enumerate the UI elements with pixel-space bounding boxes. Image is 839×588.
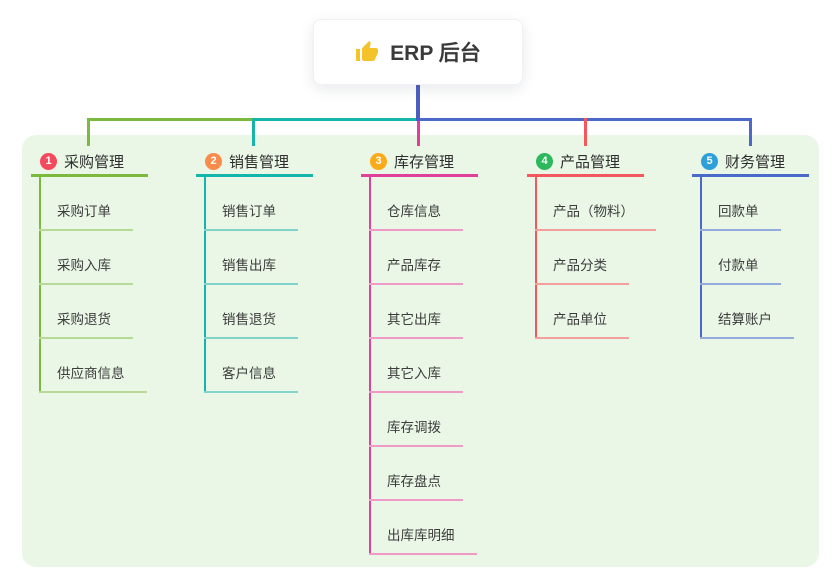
branch-number-badge: 4 [536, 152, 553, 170]
branch-label: 财务管理 [725, 153, 786, 171]
branch-children: 仓库信息 产品库存 其它出库 其它入库 库存调拨 库存盘点 出库库明细 [369, 177, 477, 555]
child-node-sales-return[interactable]: 销售退货 [204, 308, 298, 339]
branch-children: 采购订单 采购入库 采购退货 供应商信息 [39, 177, 147, 393]
child-node-purchase-inbound[interactable]: 采购入库 [39, 254, 133, 285]
child-node-outbound-detail[interactable]: 出库库明细 [369, 524, 477, 555]
child-node-sales-outbound[interactable]: 销售出库 [204, 254, 298, 285]
child-node-sales-order[interactable]: 销售订单 [204, 200, 298, 231]
branch-number-badge: 5 [701, 152, 718, 170]
root-connector-line [416, 84, 420, 121]
branch-children: 回款单 付款单 结算账户 [700, 177, 794, 339]
connector-drop-inventory [417, 121, 420, 146]
branch-column-line [369, 177, 371, 555]
branch-number-badge: 1 [40, 152, 57, 170]
branch-label: 销售管理 [229, 153, 290, 171]
child-node-other-inbound[interactable]: 其它入库 [369, 362, 463, 393]
branch-number-badge: 3 [370, 152, 387, 170]
branch-purchase: 1 采购管理 采购订单 采购入库 采购退货 供应商信息 [31, 148, 148, 393]
branch-node-finance[interactable]: 5 财务管理 [692, 148, 809, 177]
child-node-stock-taking[interactable]: 库存盘点 [369, 470, 463, 501]
branch-children: 销售订单 销售出库 销售退货 客户信息 [204, 177, 298, 393]
child-node-stock-transfer[interactable]: 库存调拨 [369, 416, 463, 447]
child-node-purchase-order[interactable]: 采购订单 [39, 200, 133, 231]
child-node-payment-bill[interactable]: 付款单 [700, 254, 781, 285]
branch-column-line [204, 177, 206, 393]
branch-node-purchase[interactable]: 1 采购管理 [31, 148, 148, 177]
branch-product: 4 产品管理 产品（物料） 产品分类 产品单位 [527, 148, 656, 339]
child-node-customer-info[interactable]: 客户信息 [204, 362, 298, 393]
branch-column-line [39, 177, 41, 393]
branch-column-line [700, 177, 702, 339]
branch-finance: 5 财务管理 回款单 付款单 结算账户 [692, 148, 809, 339]
thumbs-up-icon [355, 40, 379, 64]
connector-drop-purchase [87, 118, 90, 146]
branch-node-inventory[interactable]: 3 库存管理 [361, 148, 478, 177]
branch-children: 产品（物料） 产品分类 产品单位 [535, 177, 656, 339]
root-title: ERP 后台 [390, 42, 481, 65]
branch-node-product[interactable]: 4 产品管理 [527, 148, 644, 177]
connector-bus-green [87, 118, 253, 121]
connector-drop-product [584, 118, 587, 146]
connector-drop-sales [252, 118, 255, 146]
child-node-product-category[interactable]: 产品分类 [535, 254, 629, 285]
child-node-warehouse-info[interactable]: 仓库信息 [369, 200, 463, 231]
root-node[interactable]: ERP 后台 [313, 19, 523, 85]
branch-label: 产品管理 [560, 153, 621, 171]
child-node-other-outbound[interactable]: 其它出库 [369, 308, 463, 339]
branch-number-badge: 2 [205, 152, 222, 170]
child-node-product-stock[interactable]: 产品库存 [369, 254, 463, 285]
branch-label: 库存管理 [394, 153, 455, 171]
branch-sales: 2 销售管理 销售订单 销售出库 销售退货 客户信息 [196, 148, 313, 393]
branch-inventory: 3 库存管理 仓库信息 产品库存 其它出库 其它入库 库存调拨 库存盘点 出库库… [361, 148, 478, 555]
branches-panel [22, 135, 819, 567]
branch-column-line [535, 177, 537, 339]
child-node-receipt-bill[interactable]: 回款单 [700, 200, 781, 231]
branch-label: 采购管理 [64, 153, 125, 171]
connector-bus-teal [252, 118, 418, 121]
child-node-product-material[interactable]: 产品（物料） [535, 200, 656, 231]
child-node-supplier-info[interactable]: 供应商信息 [39, 362, 147, 393]
connector-drop-finance [749, 118, 752, 146]
child-node-purchase-return[interactable]: 采购退货 [39, 308, 133, 339]
child-node-product-unit[interactable]: 产品单位 [535, 308, 629, 339]
child-node-settlement-account[interactable]: 结算账户 [700, 308, 794, 339]
branch-node-sales[interactable]: 2 销售管理 [196, 148, 313, 177]
